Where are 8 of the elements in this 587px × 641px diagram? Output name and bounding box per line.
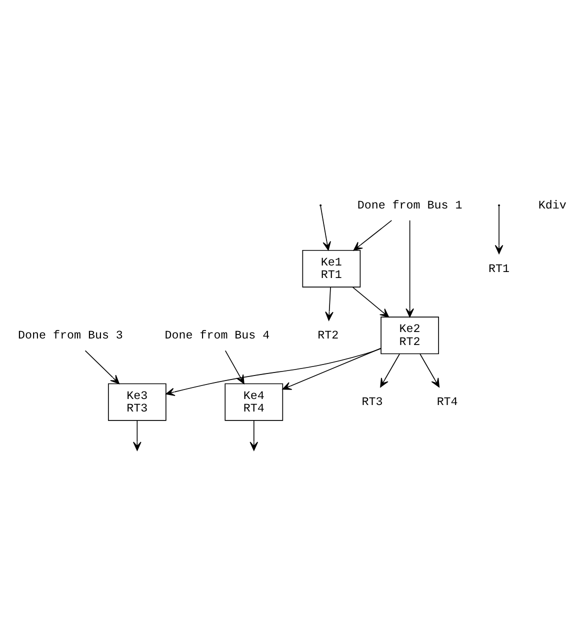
node-text: RT1 [488, 261, 510, 276]
node-text: Done from Bus 1 [357, 198, 462, 212]
node-text: Done from Bus 4 [164, 328, 270, 342]
node-text: RT2 [318, 328, 339, 342]
node-text: Done from Bus 3 [18, 328, 123, 342]
label: Kdiv [538, 198, 566, 212]
node-text: RT4 [436, 394, 458, 409]
node-text: RT3 [362, 394, 383, 409]
